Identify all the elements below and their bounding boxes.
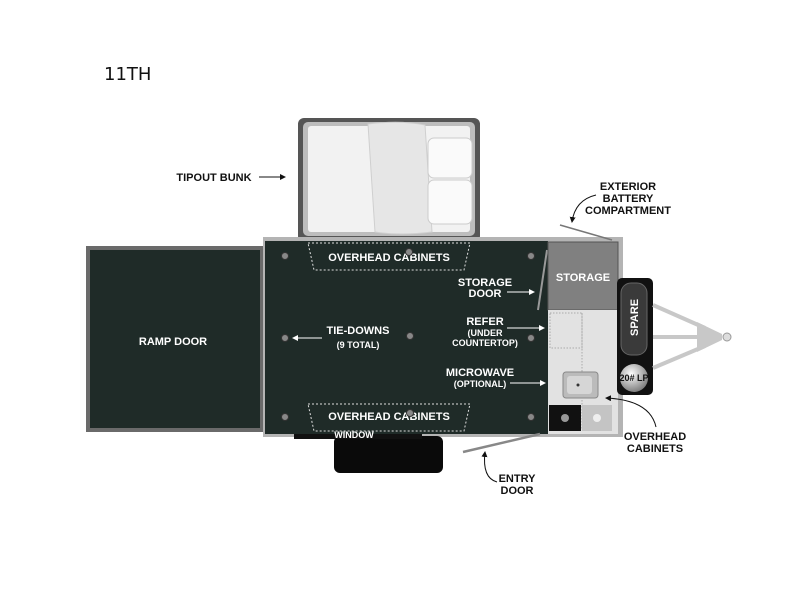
blanket — [367, 121, 433, 235]
spare-label: SPARE — [629, 299, 641, 336]
hitch — [697, 322, 722, 352]
battery-label-3: COMPARTMENT — [585, 205, 671, 217]
refer-label: REFER — [466, 316, 503, 328]
storage-door-label-2: DOOR — [469, 288, 502, 300]
tie-down-icon — [281, 334, 289, 342]
pillow-icon — [427, 179, 473, 225]
tie-downs-count: (9 TOTAL) — [337, 340, 380, 350]
tie-down-icon — [406, 409, 414, 417]
arrow-icon — [605, 395, 657, 428]
entry-door — [462, 432, 541, 454]
tie-down-icon — [281, 252, 289, 260]
tie-down-icon — [527, 334, 535, 342]
microwave-label: MICROWAVE — [446, 367, 514, 379]
coupler-icon — [722, 332, 732, 342]
entry-label-2: DOOR — [501, 485, 534, 497]
overhead-right-label-2: CABINETS — [627, 443, 683, 455]
overhead-cabinets-top — [307, 242, 471, 271]
tie-downs-label: TIE-DOWNS — [327, 325, 390, 337]
microwave-sub: (OPTIONAL) — [454, 379, 507, 389]
tie-down-icon — [527, 252, 535, 260]
arrow-icon — [569, 194, 597, 223]
tie-down-icon — [527, 413, 535, 421]
overhead-cabinets-bottom-label: OVERHEAD CABINETS — [328, 411, 450, 423]
lp-tank-icon — [620, 364, 648, 392]
overhead-right-label-1: OVERHEAD — [624, 431, 686, 443]
storage-door — [537, 249, 548, 311]
tie-downs — [281, 248, 535, 421]
pillow-icon — [427, 137, 473, 179]
overhead-cabinets-bottom — [307, 403, 471, 432]
storage-compartment — [547, 241, 619, 311]
refer-sub-2: COUNTERTOP) — [452, 338, 518, 348]
battery-compartment-door — [559, 224, 613, 241]
storage-label: STORAGE — [556, 272, 610, 284]
refer — [549, 312, 583, 349]
ramp-door: RAMP DOOR — [86, 246, 264, 432]
entry-label-1: ENTRY — [499, 473, 537, 485]
tie-down-icon — [405, 248, 413, 256]
lp-label: 20# LP — [619, 373, 648, 383]
arrow-icon — [481, 451, 498, 483]
window-label: WINDOW — [334, 430, 374, 440]
tie-down-icon — [281, 413, 289, 421]
battery-label-2: BATTERY — [603, 193, 654, 205]
tipout-bunk — [298, 118, 480, 242]
ramp-door-label: RAMP DOOR — [139, 336, 207, 348]
window — [294, 434, 422, 439]
refer-sub-1: (UNDER — [468, 328, 503, 338]
spare-tire-icon — [620, 282, 648, 356]
wheel-icon — [334, 436, 443, 473]
tie-down-icon — [406, 332, 414, 340]
tipout-bunk-label: TIPOUT BUNK — [176, 172, 251, 184]
battery-label-1: EXTERIOR — [600, 181, 656, 193]
overhead-cabinets-top-label: OVERHEAD CABINETS — [328, 252, 450, 264]
floorplan-title: 11TH — [104, 64, 152, 85]
tongue-a-frame — [652, 303, 706, 370]
storage-door-label-1: STORAGE — [458, 277, 512, 289]
